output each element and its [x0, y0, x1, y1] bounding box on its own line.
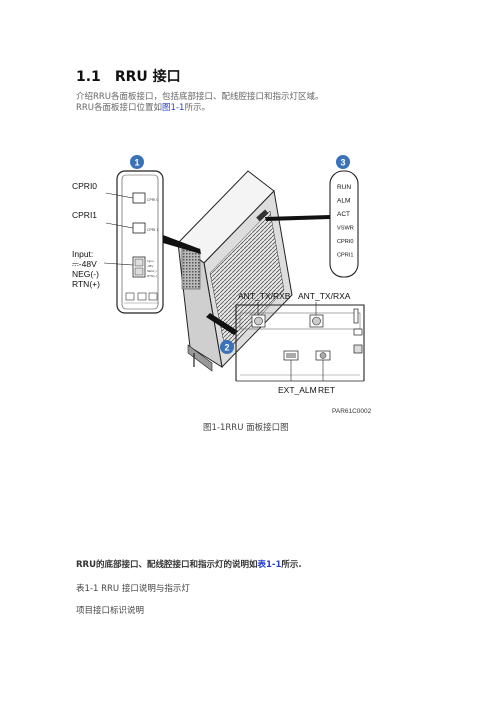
indicator-run: RUN — [337, 184, 351, 191]
callout-2: 2 — [220, 340, 234, 354]
intro-text: RRU各面板接口位置如 — [76, 103, 163, 113]
intro-line-2: RRU各面板接口位置如图1-1所示。 — [76, 101, 210, 113]
power-label-4: RTN(+) — [72, 279, 100, 289]
svg-text:NEG(-): NEG(-) — [147, 269, 157, 273]
figure-link[interactable]: 图1-1 — [162, 103, 185, 113]
rru-chassis — [177, 170, 293, 372]
power-label-3: NEG(-) — [72, 269, 99, 279]
svg-text:1: 1 — [134, 158, 139, 168]
svg-text:RTN(+): RTN(+) — [147, 274, 157, 278]
indicator-cpri0: CPRI0 — [337, 239, 353, 245]
cpri1-label: CPRI1 — [72, 210, 97, 220]
power-label-2: ⎓-48V — [72, 259, 97, 269]
description-text-end: 所示. — [281, 560, 302, 570]
svg-text:CPRI 0: CPRI 0 — [147, 198, 158, 202]
cpri0-port — [132, 192, 146, 204]
svg-text:2: 2 — [224, 343, 229, 353]
figure-caption: 图1-1RRU 面板接口图 — [203, 423, 289, 433]
ret-label: RET — [318, 385, 335, 395]
indicator-cpri1: CPRI1 — [337, 253, 353, 259]
svg-text:-48V: -48V — [147, 264, 153, 268]
callout-1: 1 — [130, 155, 144, 169]
table-caption: 表1-1 RRU 接口说明与指示灯 — [76, 584, 190, 594]
description-line: RRU的底部接口、配线腔接口和指示灯的说明如表1-1所示. — [76, 558, 302, 570]
ant-rxb-label: ANT_TX/RXB — [238, 291, 291, 301]
callout-3: 3 — [336, 155, 350, 169]
section-heading: 1.1 RRU 接口 — [76, 66, 181, 86]
ant-rxa-label: ANT_TX/RXA — [298, 291, 351, 301]
leader-to-panel2 — [206, 313, 238, 335]
section-number: 1.1 — [76, 69, 101, 85]
svg-text:Input: Input — [147, 259, 154, 263]
bottom-port-panel: CPRI 0 CPRI 1 Input -48V NEG(-) RTN(+) — [103, 170, 164, 314]
cpri0-label: CPRI0 — [72, 181, 97, 191]
leader-to-panel1 — [163, 235, 201, 254]
cpri1-port — [132, 222, 146, 234]
figure-code: PAR61C0002 — [332, 408, 372, 415]
power-label-1: Input: — [72, 249, 93, 259]
intro-text-end: 所示。 — [184, 103, 210, 113]
svg-text:CPRI 1: CPRI 1 — [147, 228, 158, 232]
indicator-vswr: VSWR — [337, 226, 354, 232]
indicator-act: ACT — [337, 211, 350, 218]
description-text: RRU的底部接口、配线腔接口和指示灯的说明如 — [76, 560, 258, 570]
ext-alm-label: EXT_ALM — [278, 385, 317, 395]
svg-text:3: 3 — [340, 158, 345, 168]
rru-panel-figure: 1 CPRI 0 CPRI 1 Input -48V NEG(-) RTN(+)… — [72, 155, 372, 415]
wiring-cavity-panel — [235, 302, 365, 382]
table-header-row: 项目接口标识说明 — [76, 606, 145, 616]
leader-to-indicators — [265, 215, 330, 221]
indicator-alm: ALM — [337, 198, 350, 205]
table-link[interactable]: 表1-1 — [257, 560, 282, 570]
section-title: RRU 接口 — [114, 69, 181, 85]
intro-line-1: 介绍RRU各面板接口，包括底部接口、配线腔接口和指示灯区域。 — [76, 92, 324, 102]
indicator-panel — [329, 170, 359, 278]
